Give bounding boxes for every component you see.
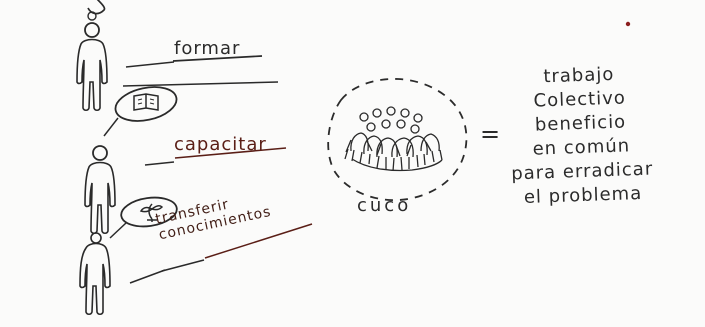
underline-capacitar-2 bbox=[174, 147, 287, 159]
person-2-icon bbox=[84, 145, 116, 235]
book-icon bbox=[133, 93, 159, 111]
center-label-cuco: cuco bbox=[357, 195, 412, 216]
group-of-people-icon bbox=[344, 106, 443, 172]
person-3-icon bbox=[79, 232, 111, 316]
red-dot bbox=[625, 21, 631, 27]
step-label-capacitar: capacitar bbox=[174, 134, 267, 155]
equation-description: trabajo Colectivo beneficio en común par… bbox=[510, 63, 654, 209]
underline-transferir-3 bbox=[204, 223, 313, 259]
person-1-icon bbox=[76, 22, 108, 112]
book-thought-bubble bbox=[103, 86, 178, 137]
underline-formar-1 bbox=[125, 61, 175, 68]
step-label-formar: formar bbox=[174, 38, 241, 59]
underline-capacitar-1 bbox=[144, 161, 175, 166]
plant-thought-bubble bbox=[109, 196, 178, 239]
underline-transferir-1 bbox=[129, 269, 166, 284]
plant-icon bbox=[139, 203, 164, 222]
group-dashed-circle bbox=[327, 78, 468, 201]
underline-formar-3 bbox=[122, 81, 279, 87]
underline-transferir-2 bbox=[161, 259, 205, 272]
equals-sign: = bbox=[480, 120, 502, 148]
top-bubble-connector bbox=[87, 11, 97, 21]
underline-formar-2 bbox=[172, 55, 263, 62]
